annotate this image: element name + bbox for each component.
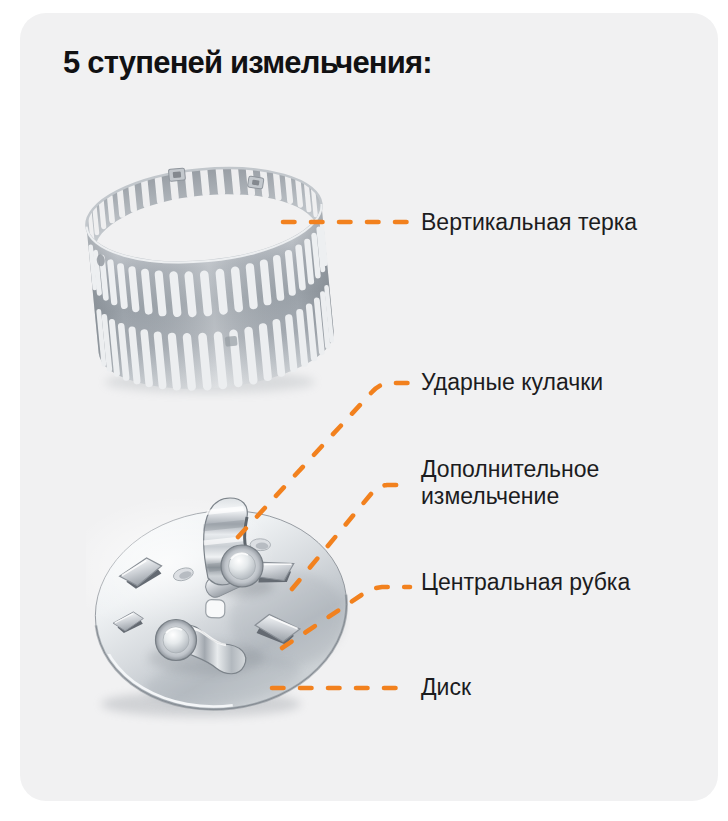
label-central-chopping: Центральная рубка	[421, 569, 630, 596]
callout-line-impact-cams	[238, 383, 411, 537]
label-additional-grinding: Дополнительное измельчение	[421, 456, 661, 510]
label-vertical-grater: Вертикальная терка	[421, 209, 637, 236]
label-impact-cams: Ударные кулачки	[421, 369, 603, 396]
callout-line-additional-grinding	[292, 485, 410, 589]
label-disc: Диск	[421, 674, 471, 701]
callout-line-central-chopping	[282, 587, 410, 648]
